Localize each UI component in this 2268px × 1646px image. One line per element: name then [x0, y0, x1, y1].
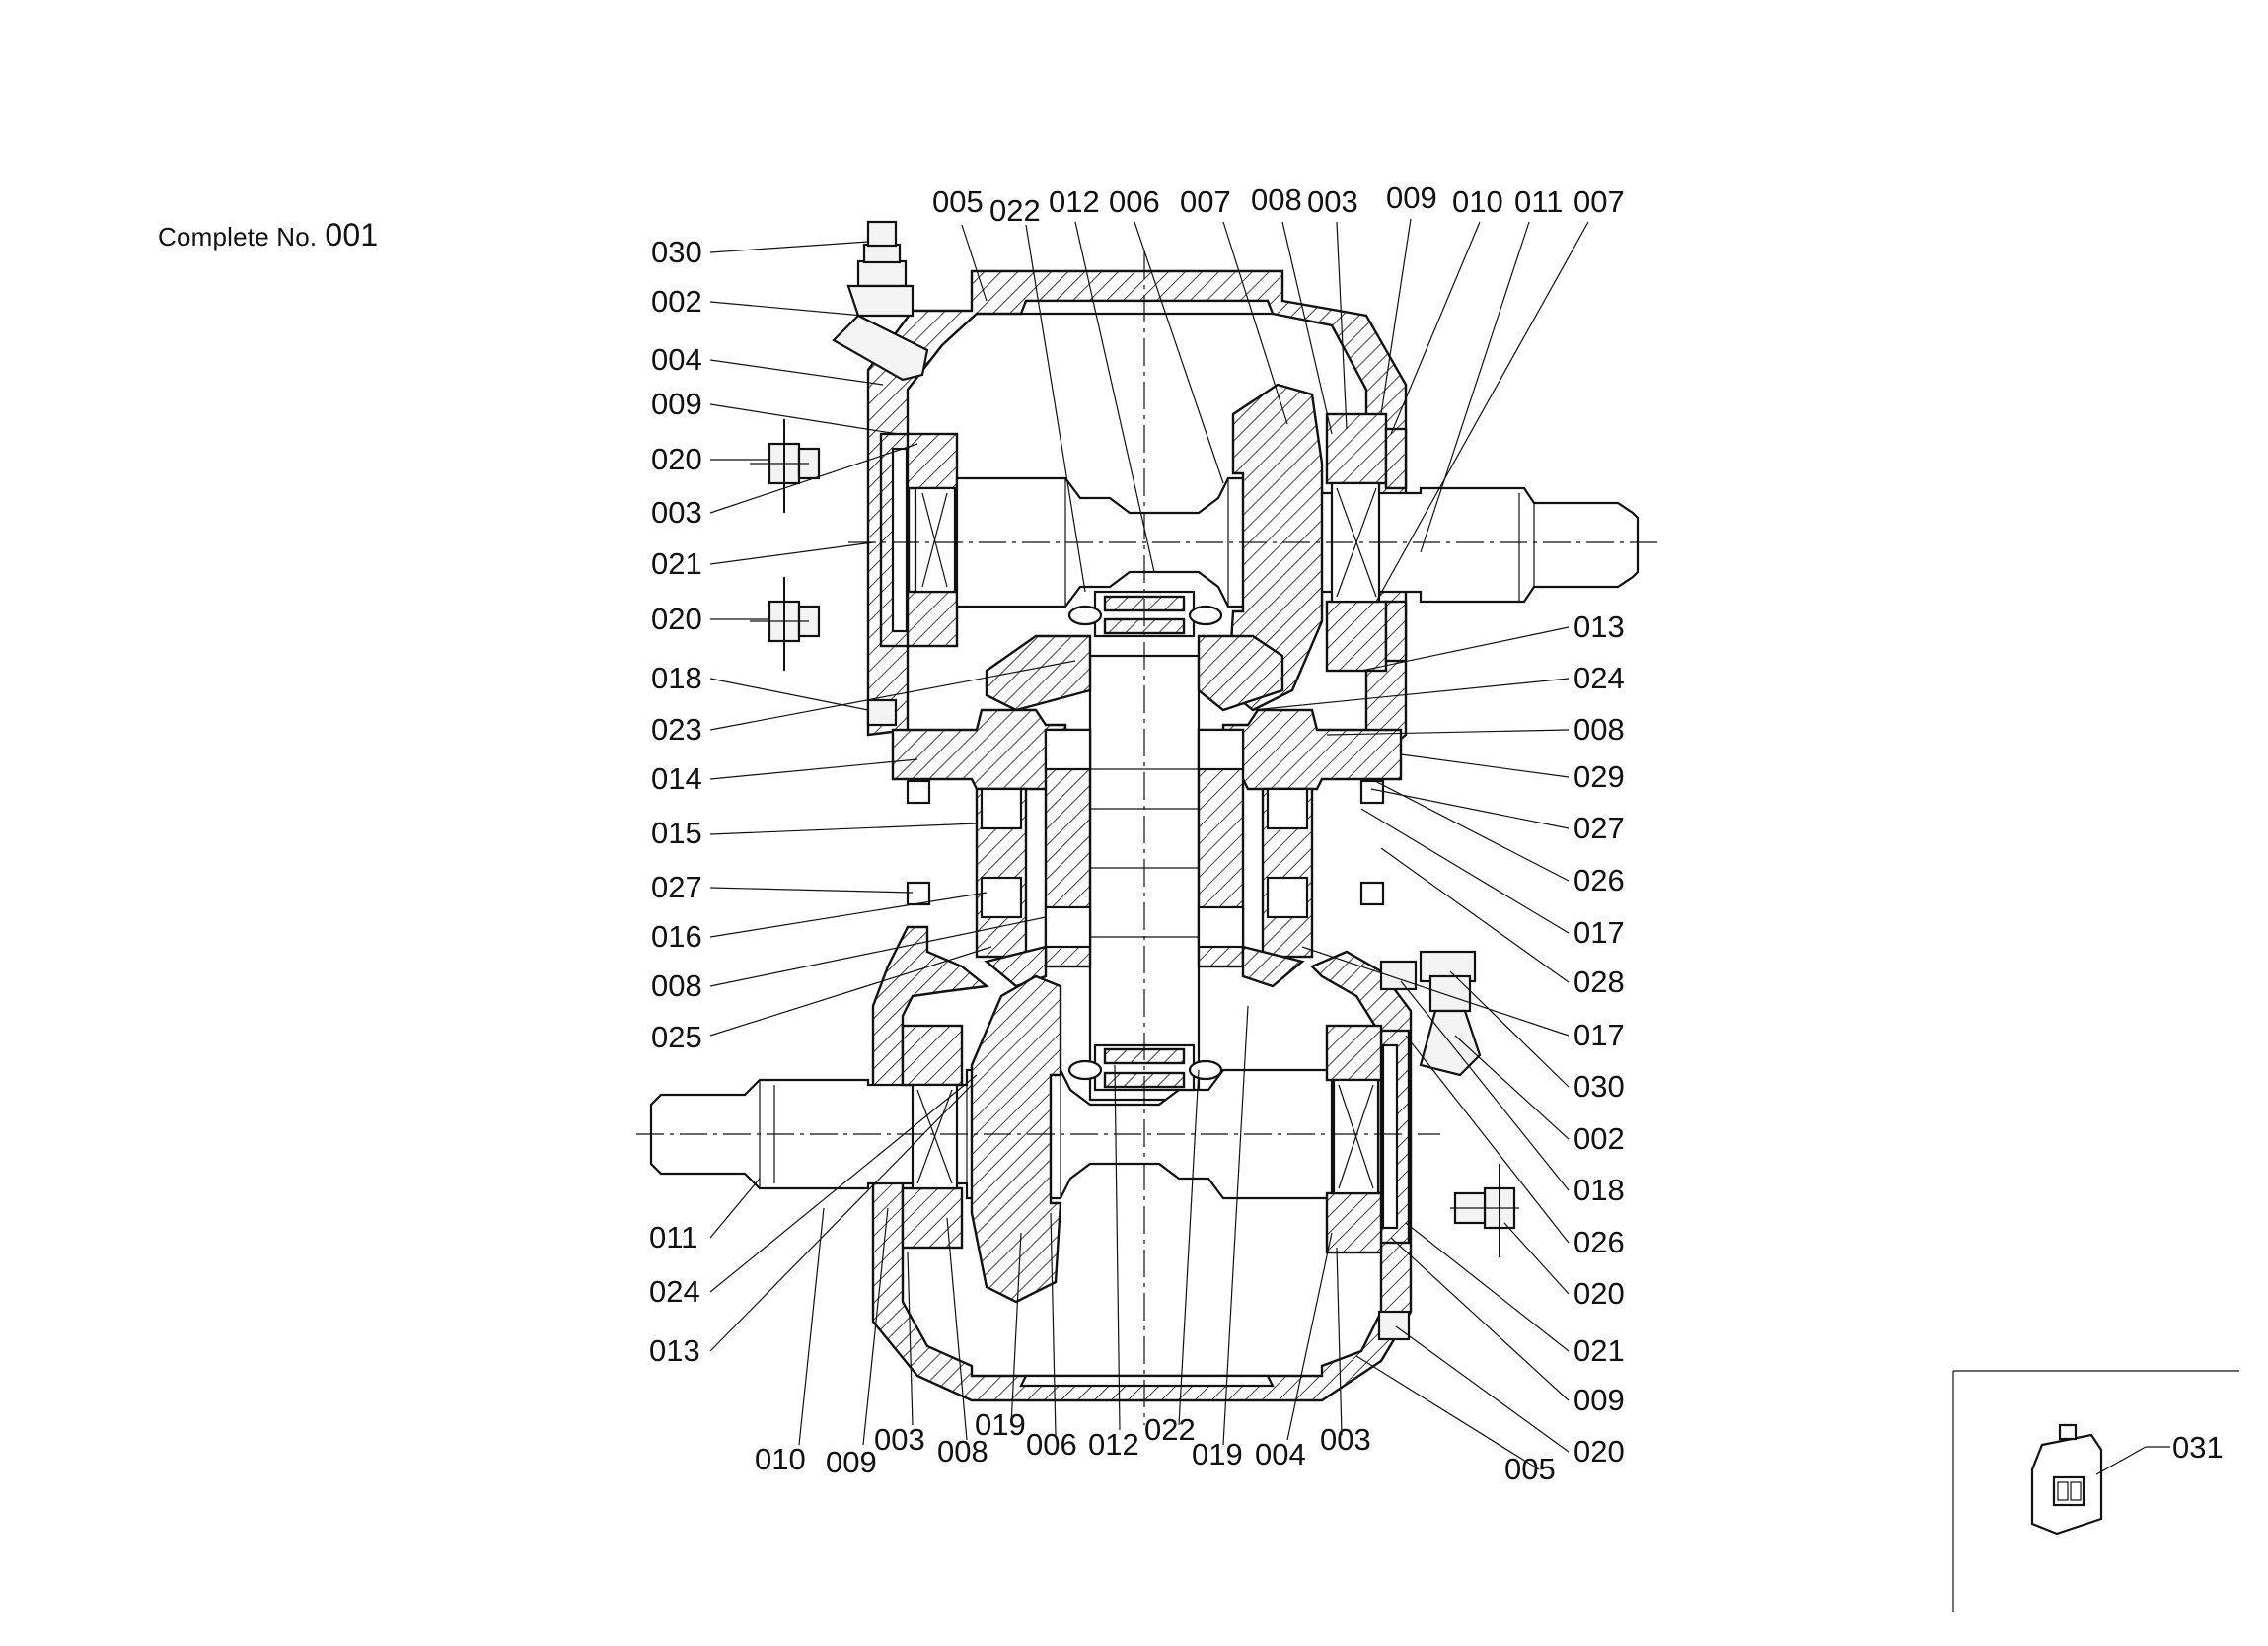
- callout-right-8: 028: [1573, 965, 1625, 999]
- callout-right-18: 005: [1504, 1452, 1556, 1486]
- centre-lines: [636, 251, 1657, 1425]
- callout-bottom-5: 019: [975, 1407, 1026, 1442]
- plug-detail-lower: [1450, 1164, 1519, 1257]
- callout-right-6: 026: [1573, 863, 1625, 897]
- callout-bottom-1: 010: [755, 1442, 806, 1476]
- breather-fitting-top: [832, 220, 929, 382]
- callout-bottom-7: 012: [1088, 1427, 1139, 1462]
- callout-left-17: 011: [649, 1220, 697, 1254]
- vertical-shaft: [975, 654, 1314, 1102]
- plug-fittings: [866, 698, 1411, 1341]
- callout-left-7: 021: [651, 546, 702, 581]
- callout-right-4: 029: [1573, 759, 1625, 794]
- oil-canister-icon: [2030, 1423, 2103, 1536]
- callout-top-6: 008: [1251, 182, 1302, 217]
- callout-top-7: 003: [1307, 184, 1358, 219]
- complete-label-text: Complete No.: [158, 222, 318, 251]
- callout-bottom-2: 009: [826, 1445, 877, 1479]
- callout-left-13: 027: [651, 870, 702, 904]
- callout-top-2: 022: [989, 193, 1041, 228]
- callout-top-1: 005: [932, 184, 984, 219]
- callout-left-19: 013: [649, 1333, 700, 1368]
- callout-top-11: 007: [1573, 184, 1625, 219]
- callout-left-12: 015: [651, 816, 702, 850]
- callout-bottom-6: 006: [1026, 1427, 1077, 1462]
- callout-top-10: 011: [1514, 184, 1563, 219]
- callout-right-1: 013: [1573, 609, 1625, 644]
- leader-lines: [709, 218, 1589, 1470]
- callout-top-3: 012: [1049, 184, 1100, 219]
- callout-left-4: 009: [651, 387, 702, 421]
- lower-right-bearing: [1325, 1024, 1383, 1254]
- upper-left-cover: [879, 432, 911, 648]
- lower-left-bearing: [901, 1024, 964, 1250]
- callout-left-2: 002: [651, 284, 702, 319]
- callout-right-16: 009: [1573, 1383, 1625, 1417]
- callout-left-8: 020: [651, 602, 702, 636]
- lower-right-cover: [1379, 1029, 1411, 1245]
- callout-left-11: 014: [651, 761, 702, 796]
- callout-right-3: 008: [1573, 712, 1625, 747]
- callout-bottom-3: 003: [874, 1422, 925, 1457]
- callout-left-16: 025: [651, 1020, 702, 1054]
- callout-kit: 031: [2172, 1430, 2224, 1465]
- callout-right-5: 027: [1573, 811, 1625, 845]
- callout-bottom-4: 008: [937, 1434, 988, 1468]
- callout-right-12: 018: [1573, 1173, 1625, 1207]
- complete-number-value: 001: [325, 217, 379, 252]
- plug-detail-upper-2: [750, 577, 821, 671]
- callout-left-10: 023: [651, 712, 702, 747]
- callout-left-14: 016: [651, 919, 702, 954]
- callout-right-13: 026: [1573, 1225, 1625, 1259]
- callout-left-5: 020: [651, 442, 702, 476]
- callout-bottom-11: 003: [1320, 1422, 1371, 1457]
- kit-box: [1952, 1370, 2239, 1612]
- callout-right-14: 020: [1573, 1276, 1625, 1311]
- callout-right-7: 017: [1573, 915, 1625, 950]
- callout-top-4: 006: [1109, 184, 1160, 219]
- callout-left-9: 018: [651, 661, 702, 695]
- callout-left-6: 003: [651, 495, 702, 530]
- lower-bevel-gear: [970, 974, 1062, 1304]
- upper-left-bearing: [906, 432, 959, 648]
- callout-bottom-10: 004: [1255, 1437, 1306, 1471]
- callout-left-1: 030: [651, 235, 702, 269]
- upper-centre-cage: [1067, 590, 1223, 638]
- callout-left-15: 008: [651, 968, 702, 1003]
- callout-bottom-8: 022: [1144, 1412, 1196, 1447]
- middle-coupling: [891, 708, 1403, 906]
- callout-right-10: 030: [1573, 1069, 1625, 1104]
- complete-number-label: Complete No.001: [158, 217, 378, 253]
- callout-right-9: 017: [1573, 1018, 1625, 1052]
- callout-right-17: 020: [1573, 1434, 1625, 1468]
- callout-top-9: 010: [1452, 184, 1503, 219]
- plug-detail-upper-1: [750, 419, 821, 513]
- callout-left-3: 004: [651, 342, 702, 377]
- upper-housing: [866, 269, 1408, 761]
- callout-top-5: 007: [1180, 184, 1231, 219]
- breather-fitting-bottom: [1379, 950, 1482, 1077]
- upper-pinion: [985, 634, 1284, 712]
- callout-top-8: 009: [1386, 180, 1437, 215]
- callout-right-15: 021: [1573, 1333, 1625, 1368]
- callout-bottom-9: 019: [1192, 1437, 1243, 1471]
- lower-housing: [871, 925, 1413, 1402]
- callout-left-18: 024: [649, 1274, 700, 1309]
- callout-right-2: 024: [1573, 661, 1625, 695]
- callout-right-11: 002: [1573, 1121, 1625, 1156]
